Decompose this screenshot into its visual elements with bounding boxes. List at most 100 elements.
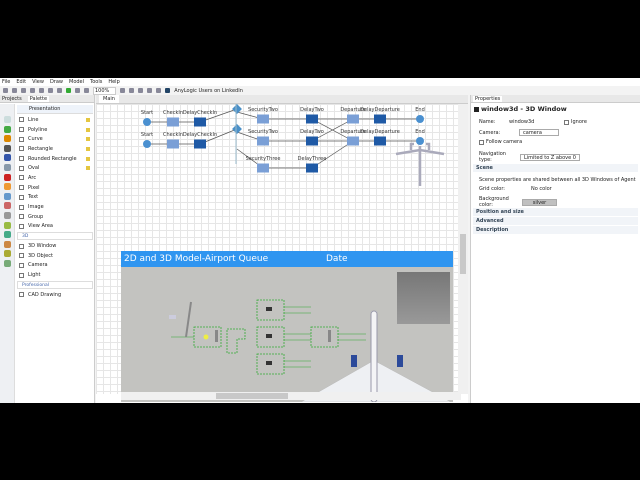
checkbox-icon[interactable] [86, 146, 90, 151]
follow-camera-checkbox[interactable] [479, 139, 484, 145]
agent-category-icon[interactable] [4, 173, 11, 181]
select-output-block[interactable] [232, 104, 242, 114]
block-delayDeparture[interactable]: DelayDeparture [360, 107, 400, 124]
checkbox-icon[interactable] [86, 137, 90, 142]
tab-main[interactable]: Main [99, 95, 119, 103]
palette-item-camera[interactable]: Camera [15, 261, 95, 271]
palette-item-image[interactable]: Image [15, 202, 95, 212]
section-advanced[interactable]: Advanced [473, 217, 638, 225]
name-field[interactable]: window3d [509, 119, 535, 125]
block-end[interactable]: End [415, 129, 425, 145]
menu-tools[interactable]: Tools [90, 79, 103, 85]
block-delayCheckin[interactable]: DelayCheckIn [183, 110, 217, 127]
tab-palette[interactable]: Palette [27, 95, 50, 102]
grid-color-select[interactable]: No color [531, 186, 552, 192]
checkbox-icon[interactable] [86, 127, 90, 132]
block-delayTwo[interactable]: DelayTwo [300, 129, 324, 146]
palette-item-3d-object[interactable]: 3D Object [15, 251, 95, 261]
linkedin-icon[interactable] [165, 88, 171, 93]
section-3d[interactable]: 3D [17, 232, 93, 241]
pictures-icon[interactable] [4, 240, 11, 248]
fluid-category-icon[interactable] [4, 154, 11, 162]
run-icon[interactable] [66, 88, 71, 93]
palette-item-arc[interactable]: Arc [15, 173, 95, 183]
palette-item-line[interactable]: Line [15, 115, 95, 125]
block-departure[interactable]: Departure [340, 129, 366, 146]
block-delayDeparture[interactable]: DelayDeparture [360, 129, 400, 146]
menu-model[interactable]: Model [69, 79, 85, 85]
3d-objects-icon[interactable] [4, 250, 11, 258]
stop-icon[interactable] [75, 88, 80, 93]
background-color-select[interactable]: silver [522, 198, 557, 206]
palette-item-rounded-rectangle[interactable]: Rounded Rectangle [15, 154, 95, 164]
palette-item-light[interactable]: Light [15, 270, 95, 280]
menu-draw[interactable]: Draw [49, 79, 63, 85]
process-category-icon[interactable] [4, 125, 11, 133]
palette-item-pixel[interactable]: Pixel [15, 183, 95, 193]
block-checkin[interactable]: CheckIn [163, 132, 183, 149]
palette-item-3d-window[interactable]: 3D Window [15, 241, 95, 251]
checkbox-icon[interactable] [86, 117, 90, 122]
menu-edit[interactable]: Edit [16, 79, 27, 85]
palette-item-oval[interactable]: Oval [15, 163, 95, 173]
palette-item-group[interactable]: Group [15, 212, 95, 222]
navigation-select[interactable]: Limited to Z above 0 [520, 153, 580, 161]
block-secTwo[interactable]: SecurityTwo [248, 107, 278, 124]
menu-help[interactable]: Help [108, 79, 120, 85]
undo-icon[interactable] [30, 88, 35, 93]
checkbox-icon[interactable] [86, 166, 90, 171]
forward-icon[interactable] [156, 88, 162, 93]
cut-icon[interactable] [39, 88, 44, 93]
horizontal-scrollbar[interactable] [121, 392, 461, 400]
menu-file[interactable]: File [2, 79, 11, 85]
tab-projects[interactable]: Projects [2, 95, 22, 102]
analysis-icon[interactable] [4, 202, 11, 210]
road-category-icon[interactable] [4, 144, 11, 152]
block-delayCheckin[interactable]: DelayCheckIn [183, 132, 217, 149]
layers-icon[interactable] [129, 88, 135, 93]
palette-item-rectangle[interactable]: Rectangle [15, 144, 95, 154]
pedestrian-category-icon[interactable] [4, 163, 11, 171]
block-checkin[interactable]: CheckIn [163, 110, 183, 127]
block-secTwo[interactable]: SecurityTwo [248, 129, 278, 146]
connectivity-icon[interactable] [4, 221, 11, 229]
section-presentation[interactable]: Presentation [17, 105, 93, 114]
tab-properties[interactable]: Properties [473, 95, 503, 102]
copy-icon[interactable] [48, 88, 53, 93]
snap-icon[interactable] [147, 88, 153, 93]
open-icon[interactable] [12, 88, 17, 93]
section-description[interactable]: Description [473, 226, 638, 234]
palette-item-polyline[interactable]: Polyline [15, 125, 95, 135]
statechart-icon[interactable] [4, 192, 11, 200]
camera-select[interactable]: camera [519, 129, 559, 136]
paste-icon[interactable] [57, 88, 62, 93]
menu-view[interactable]: View [32, 79, 44, 85]
block-end[interactable]: End [415, 107, 425, 123]
section-position-size[interactable]: Position and size [473, 208, 638, 216]
block-departure[interactable]: Departure [340, 107, 366, 124]
block-secThree[interactable]: SecurityThree [246, 156, 281, 173]
section-scene[interactable]: Scene [473, 164, 638, 172]
block-delayTwo[interactable]: DelayTwo [300, 107, 324, 124]
block-delayThree[interactable]: DelayThree [298, 156, 327, 173]
controls-icon[interactable] [4, 211, 11, 219]
zoom-icon[interactable] [120, 88, 126, 93]
rail-category-icon[interactable] [4, 135, 11, 143]
section-professional[interactable]: Professional [17, 281, 93, 289]
ignore-checkbox[interactable] [564, 119, 569, 125]
block-start[interactable]: Start [141, 132, 153, 148]
grid-icon[interactable] [138, 88, 144, 93]
vertical-scrollbar[interactable] [458, 104, 468, 394]
palette-item-cad-drawing[interactable]: CAD Drawing [15, 290, 95, 300]
my-library-icon[interactable] [4, 259, 11, 267]
block-start[interactable]: Start [141, 110, 153, 126]
linkedin-link[interactable]: AnyLogic Users on LinkedIn [174, 87, 243, 94]
presentation-category-icon[interactable] [4, 116, 11, 123]
palette-item-text[interactable]: Text [15, 193, 95, 203]
build-icon[interactable] [84, 88, 89, 93]
select-output-block[interactable] [232, 124, 242, 134]
3d-window[interactable] [121, 267, 453, 402]
palette-item-view-area[interactable]: View Area [15, 222, 95, 232]
checkbox-icon[interactable] [86, 156, 90, 161]
